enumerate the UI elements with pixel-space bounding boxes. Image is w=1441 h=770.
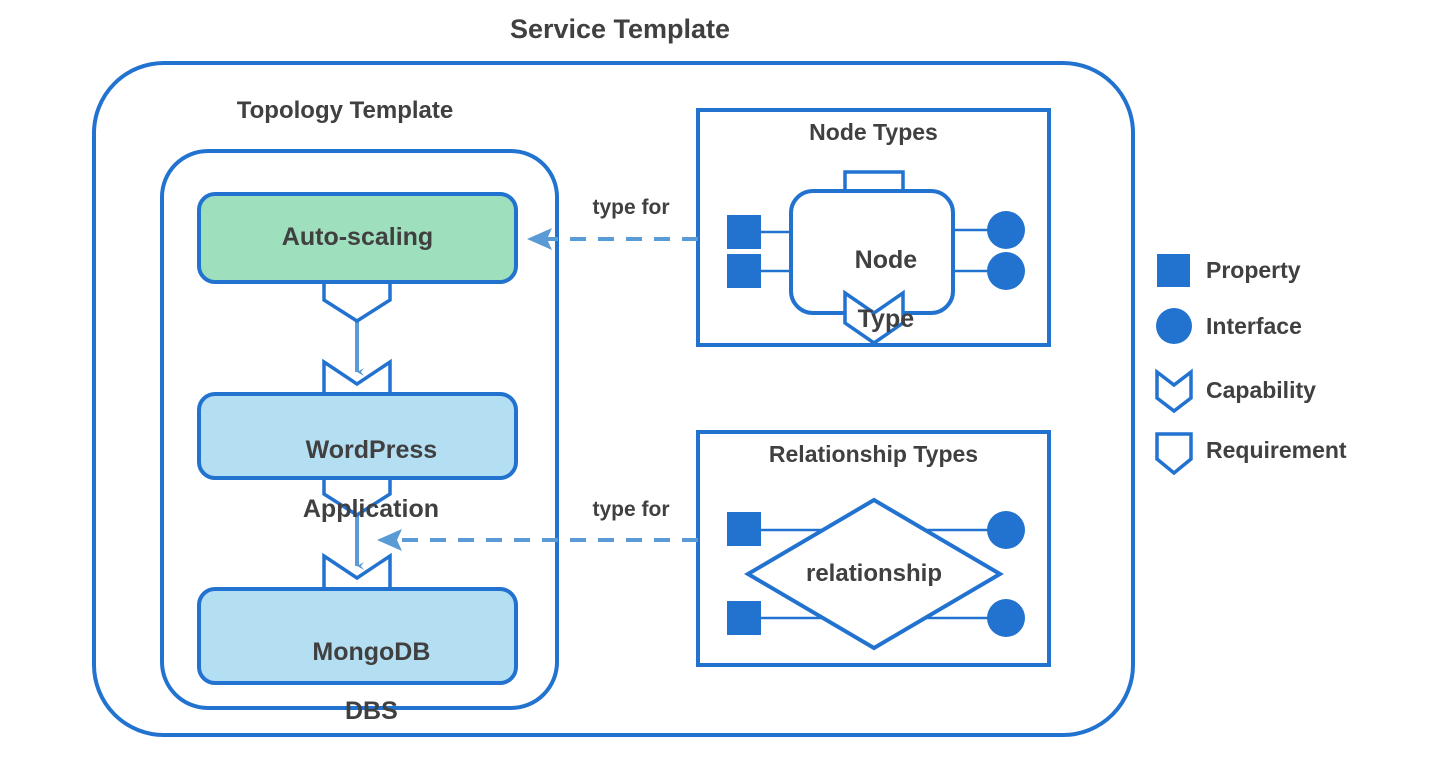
node-type-box bbox=[789, 189, 955, 315]
interface-circle-node-type-1 bbox=[987, 211, 1025, 249]
property-square-relationship-2 bbox=[727, 601, 761, 635]
property-square-node-type-1 bbox=[727, 215, 761, 249]
edge-relationship-types-arrowhead bbox=[377, 529, 402, 551]
legend-icon-interface filled-circle-icon bbox=[1156, 308, 1192, 344]
legend-icon-property filled-square-icon bbox=[1157, 254, 1190, 287]
capability-shape-node-type bbox=[843, 289, 905, 346]
node-box-wordpress-application[interactable] bbox=[197, 392, 518, 480]
interface-circle-relationship-1 bbox=[987, 511, 1025, 549]
node-box-auto-scaling[interactable] bbox=[197, 192, 518, 284]
property-square-relationship-1 bbox=[727, 512, 761, 546]
property-square-node-type-2 bbox=[727, 254, 761, 288]
interface-circle-relationship-2 bbox=[987, 599, 1025, 637]
legend-icon-capability capability-chevron-icon bbox=[1155, 368, 1193, 414]
relationship-diamond bbox=[744, 497, 1004, 651]
edge-node-types-arrowhead bbox=[527, 228, 552, 250]
interface-circle-node-type-2 bbox=[987, 252, 1025, 290]
node-box-mongodb-dbs[interactable] bbox=[197, 587, 518, 685]
legend-icon-requirement requirement-pentagon-icon bbox=[1155, 432, 1193, 476]
